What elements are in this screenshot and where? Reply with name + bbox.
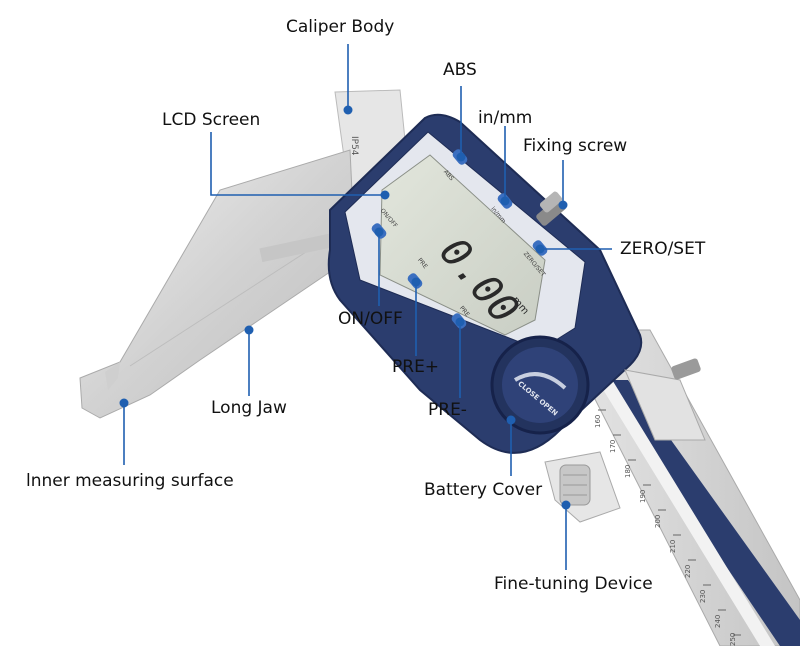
scale-label: 170 [609, 440, 617, 453]
ip-rating-text: IP54 [349, 136, 359, 156]
leader-dots [119, 105, 571, 510]
scale-label: 220 [684, 565, 692, 578]
label-fixing-screw: Fixing screw [523, 136, 628, 156]
scale-label: 160 [594, 415, 602, 428]
dot-fixing-screw [558, 200, 568, 210]
dot-abs [456, 152, 466, 162]
scale-label: 250 [729, 633, 737, 646]
main-beam: 160 170 180 190 200 210 220 230 240 250 [559, 329, 800, 646]
fixing-screw[interactable] [535, 190, 567, 227]
scale-label: 200 [654, 515, 662, 528]
dot-pre-minus [455, 317, 465, 327]
lcd-screen: 0.00 mm [379, 154, 546, 336]
dot-long-jaw [244, 325, 254, 335]
dot-fine-tuning [561, 500, 571, 510]
battery-cover[interactable]: CLOSE OPEN [490, 335, 590, 435]
label-on-off: ON/OFF [338, 309, 403, 329]
dot-pre-plus [411, 277, 421, 287]
label-long-jaw: Long Jaw [211, 398, 287, 418]
scale-label: 230 [699, 590, 707, 603]
scale-label: 190 [639, 490, 647, 503]
beam-scale-ticks [598, 409, 741, 636]
dot-zero-set [535, 244, 545, 254]
dot-lcd [380, 190, 390, 200]
dot-on-off [374, 227, 384, 237]
label-lcd-screen: LCD Screen [162, 110, 261, 130]
dot-caliper-body [343, 105, 353, 115]
leader-lcd [210, 132, 385, 196]
label-zero-set: ZERO/SET [620, 239, 706, 259]
label-inner-surface: lnner measuring surface [26, 471, 234, 491]
leader-lines [123, 44, 612, 570]
jaw-slot [259, 231, 341, 263]
scale-label: 180 [624, 465, 632, 478]
label-pre-minus: PRE- [428, 400, 467, 420]
scale-label: 240 [714, 615, 722, 628]
dot-in-mm [500, 196, 510, 206]
label-battery-cover: Battery Cover [424, 480, 543, 500]
fine-tuning-device[interactable] [544, 451, 621, 523]
label-caliper-body: Caliper Body [286, 17, 395, 37]
clamp-block [624, 358, 706, 441]
label-pre-plus: PRE+ [392, 357, 440, 377]
digital-housing: 0.00 mm ON/OFF PRE PRE ABS in/mm ZERO/SE… [327, 113, 643, 454]
scale-label: 210 [669, 540, 677, 553]
label-abs: ABS [443, 60, 477, 80]
label-in-mm: in/mm [478, 108, 533, 128]
dot-battery-cover [506, 415, 516, 425]
label-fine-tuning: Fine-tuning Device [494, 574, 653, 594]
dot-inner-surface [119, 398, 129, 408]
long-jaw [79, 149, 356, 419]
